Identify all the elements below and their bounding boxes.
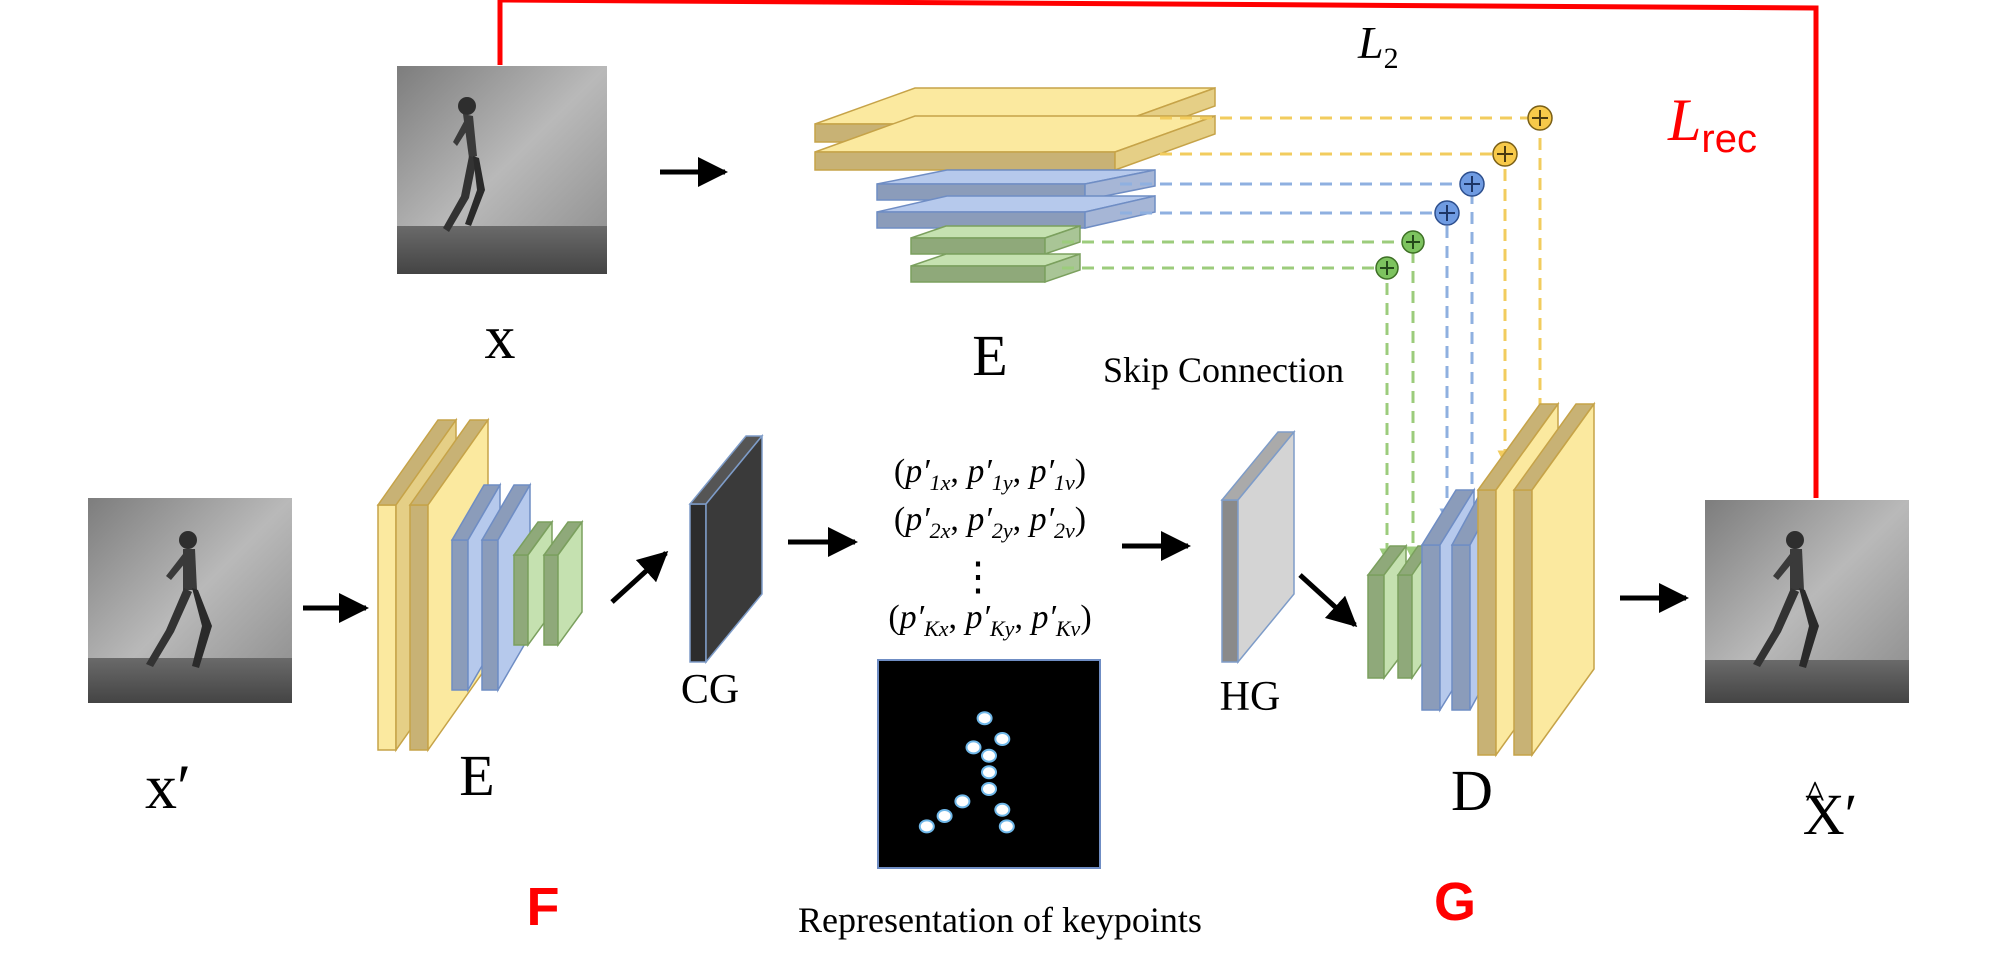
input-image-x-prime xyxy=(88,498,292,703)
keypoint-dot-5 xyxy=(981,765,997,780)
plus-node-yellow-2 xyxy=(1492,141,1518,167)
label-g: G xyxy=(1434,872,1476,932)
plus-node-green-1 xyxy=(1401,230,1425,254)
keypoint-row-k: (p′Kx, p′Ky, p′Kv) xyxy=(888,599,1091,641)
top-yellow-layer-2 xyxy=(814,114,1216,172)
arrow-encoder-to-cg xyxy=(610,550,669,604)
label-f: F xyxy=(527,877,560,937)
label-cg: CG xyxy=(681,667,739,713)
output-image-x-hat-prime xyxy=(1705,500,1909,703)
keypoint-dots xyxy=(918,711,1015,834)
plus-node-blue-1 xyxy=(1459,171,1485,197)
keypoint-representation-image xyxy=(877,659,1101,869)
plus-node-blue-2 xyxy=(1434,200,1460,226)
label-encoder-bottom: E xyxy=(459,743,494,808)
label-skip-connection: Skip Connection xyxy=(1103,350,1344,390)
input-image-x xyxy=(397,66,607,274)
top-green-layer-1 xyxy=(910,224,1081,256)
label-x-prime: x′ xyxy=(145,751,191,822)
keypoint-dot-10 xyxy=(994,802,1011,817)
top-blue-layer-2 xyxy=(876,195,1156,229)
decoder-yellow-2 xyxy=(1512,401,1596,758)
keypoint-dot-1 xyxy=(976,711,993,726)
plus-node-yellow-1 xyxy=(1527,105,1553,131)
keypoint-dot-4 xyxy=(981,748,997,763)
encoder-top-stack xyxy=(814,86,1216,284)
keypoint-tuples: (p′1x, p′1y, p′1v) (p′2x, p′2y, p′2v) ⋮ … xyxy=(888,453,1091,641)
keypoint-row-1: (p′1x, p′1y, p′1v) xyxy=(894,453,1086,495)
label-encoder-top: E xyxy=(972,323,1007,388)
l-rec-loop-line xyxy=(497,0,1819,498)
arrow-hg-to-decoder xyxy=(1298,573,1358,628)
plus-nodes xyxy=(1375,105,1553,280)
bottom-encoder-green-2 xyxy=(542,519,584,648)
decoder-stack xyxy=(1366,401,1596,758)
keypoint-dot-7 xyxy=(954,794,971,809)
keypoint-dot-9 xyxy=(918,819,935,834)
label-x-top: x xyxy=(485,304,516,372)
label-x-hat-prime: X′ xyxy=(1803,782,1858,847)
keypoint-dot-6 xyxy=(981,782,997,796)
label-representation: Representation of keypoints xyxy=(798,900,1202,940)
label-l-rec: Lrec xyxy=(1667,87,1757,161)
encoder-bottom-stack xyxy=(376,417,584,753)
keypoint-dot-11 xyxy=(998,819,1015,834)
keypoint-dot-3 xyxy=(965,740,982,755)
skip-yellow-1 xyxy=(1160,116,1548,462)
plus-node-green-2 xyxy=(1375,256,1399,280)
label-hg: HG xyxy=(1220,674,1281,720)
label-l2: L2 xyxy=(1357,17,1399,75)
hat-mark: ^ xyxy=(1806,772,1825,817)
keypoint-dot-8 xyxy=(936,809,953,823)
keypoint-ellipsis: ⋮ xyxy=(958,554,998,599)
skip-yellow-2 xyxy=(1160,152,1513,466)
keypoint-dot-2 xyxy=(994,732,1011,746)
keypoint-row-2: (p′2x, p′2y, p′2v) xyxy=(894,501,1086,543)
cg-block xyxy=(688,433,764,665)
top-green-layer-2 xyxy=(910,252,1081,284)
hg-block xyxy=(1220,429,1296,665)
label-decoder: D xyxy=(1451,758,1493,823)
